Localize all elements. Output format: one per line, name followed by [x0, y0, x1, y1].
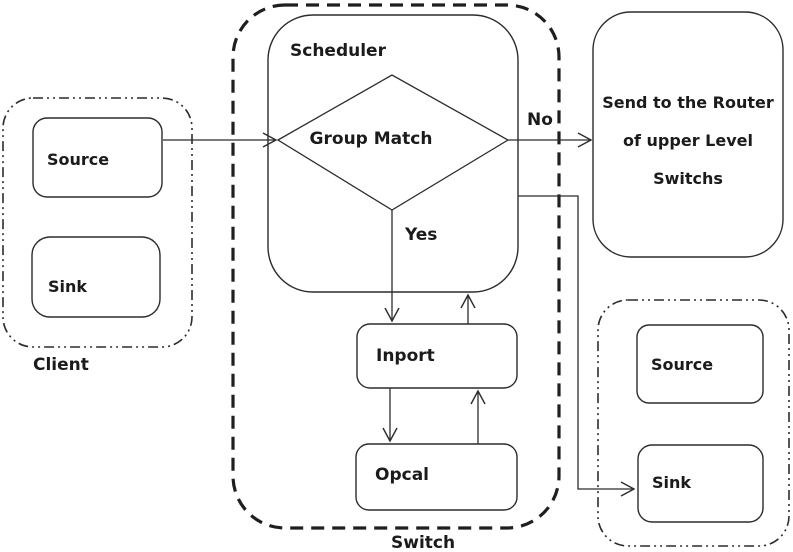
right-group-border [597, 299, 790, 547]
inport-box [356, 323, 518, 389]
router-box-line3: Switchs [653, 169, 723, 188]
client-source-box [32, 117, 163, 198]
edge-scheduler-to-right-sink [518, 195, 636, 497]
right-sink-box [637, 444, 764, 523]
router-box-text: Send to the Router of upper Level Switch… [595, 84, 781, 198]
yes-edge-label: Yes [405, 225, 438, 245]
client-source-label: Source [47, 150, 110, 169]
opcal-box [355, 443, 518, 511]
switch-group-border [231, 3, 561, 530]
switch-group-label: Switch [391, 533, 456, 552]
router-box [592, 11, 784, 258]
right-source-box [636, 324, 764, 404]
router-box-line1: Send to the Router [602, 93, 774, 112]
client-sink-box [31, 236, 161, 318]
router-box-line2: of upper Level [623, 131, 753, 150]
right-sink-label: Sink [652, 473, 692, 492]
right-source-label: Source [651, 355, 714, 374]
client-group-border [2, 97, 193, 348]
client-sink-label: Sink [48, 277, 88, 296]
client-group-label: Client [33, 355, 89, 375]
scheduler-label: Scheduler [290, 41, 386, 61]
opcal-label: Opcal [375, 465, 429, 485]
group-match-label: Group Match [309, 129, 433, 149]
inport-label: Inport [376, 346, 435, 366]
no-edge-label: No [527, 110, 553, 130]
